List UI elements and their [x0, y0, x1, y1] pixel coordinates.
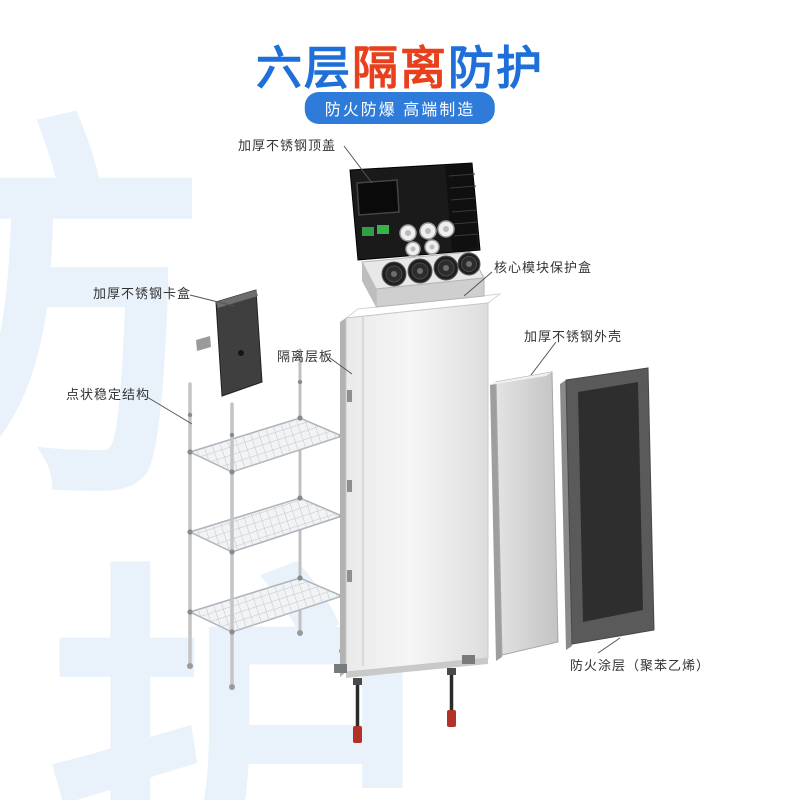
cabinet-body: [340, 293, 502, 678]
fan-module: [361, 251, 485, 308]
subtitle-badge: 防火防爆 高端制造: [304, 92, 496, 124]
label-fire-coating: 防火涂层（聚苯乙烯）: [570, 658, 711, 673]
page-title: 六层隔离防护: [0, 32, 800, 98]
label-core-box: 核心模块保护盒: [494, 260, 593, 275]
shelf-board: [187, 577, 345, 633]
fireproof-panel: [560, 367, 655, 650]
leader-lines: [146, 145, 621, 654]
title-part-1: 六层: [256, 42, 352, 94]
wire-shelf-rack: [187, 348, 345, 690]
label-shelf-board: 隔离层板: [277, 349, 334, 364]
card-box-panel: [196, 289, 263, 397]
fan: [381, 261, 407, 287]
label-dot-structure: 点状稳定结构: [66, 387, 151, 402]
round-connectors: [399, 220, 455, 257]
title-part-3: 防护: [448, 42, 544, 94]
fan: [433, 255, 459, 281]
label-card-box: 加厚不锈钢卡盒: [93, 286, 192, 301]
fan: [457, 252, 481, 276]
label-top-cover: 加厚不锈钢顶盖: [238, 138, 337, 153]
leg-casters: [334, 655, 475, 743]
label-outer-shell: 加厚不锈钢外壳: [524, 329, 623, 344]
fan: [407, 258, 433, 284]
shelf-board: [187, 497, 345, 553]
top-control-module: [349, 162, 481, 261]
title-part-2: 隔离: [352, 42, 448, 94]
outer-shell-panel: [490, 371, 559, 661]
shelf-board: [187, 417, 345, 473]
